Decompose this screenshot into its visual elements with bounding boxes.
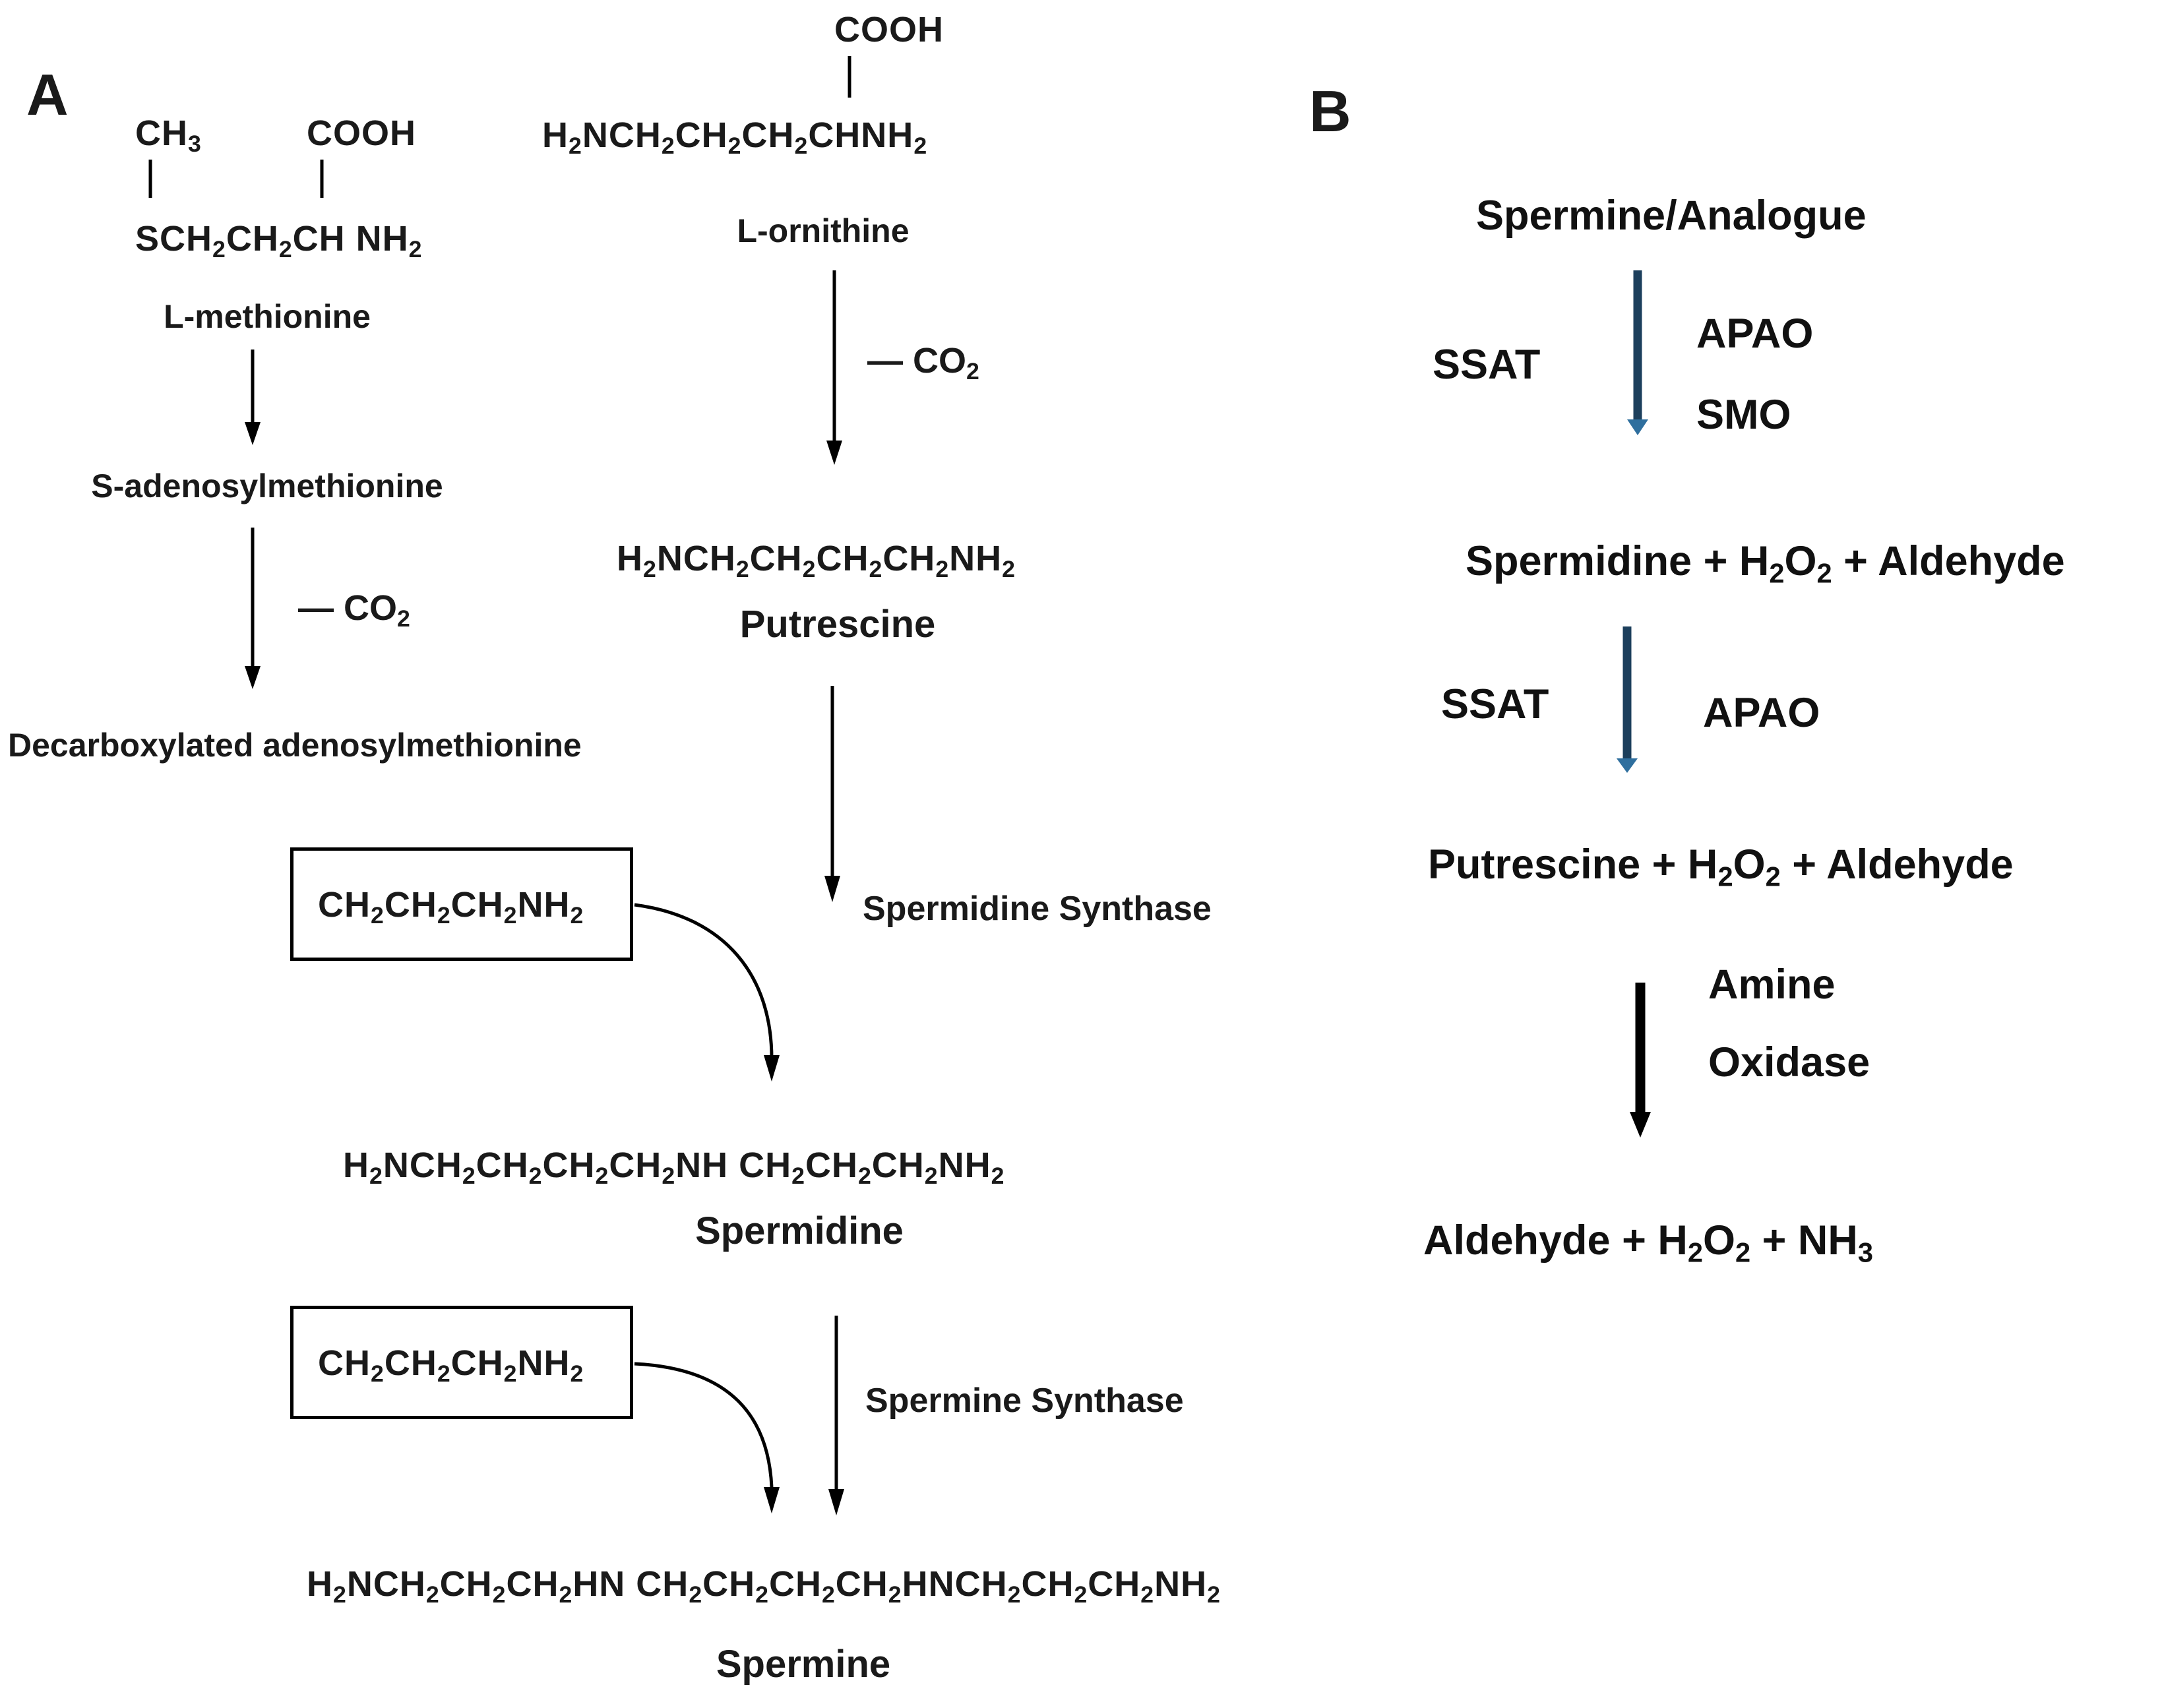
- aminopropyl-group-box-1: [290, 847, 633, 961]
- spermine-name: Spermine: [716, 1643, 891, 1686]
- arrow-spermidine-to-spermine: [828, 1316, 844, 1515]
- spermine-analogue-label: Spermine/Analogue: [1476, 193, 1867, 239]
- apao-label-1: APAO: [1696, 311, 1814, 357]
- aminopropyl-formula-1: CH2CH2CH2NH2: [318, 885, 584, 929]
- sam-name: S-adenosylmethionine: [91, 468, 443, 504]
- spermidine-products-label: Spermidine + H2O2 + Aldehyde: [1466, 538, 2065, 589]
- arrow-putrescine-to-spermidine: [824, 686, 840, 902]
- dcsam-name: Decarboxylated adenosylmethionine: [8, 727, 582, 764]
- panel-a-label: A: [26, 62, 69, 127]
- arrow-b-step3: [1630, 983, 1651, 1138]
- methionine-formula: SCH2CH2CH NH2: [135, 219, 423, 262]
- spermidine-name: Spermidine: [695, 1209, 904, 1252]
- apao-label-2: APAO: [1703, 690, 1820, 736]
- arrow-b-step2: [1617, 626, 1638, 773]
- aminopropyl-group-box-2: [290, 1306, 633, 1419]
- spermidine-formula: H2NCH2CH2CH2CH2NH CH2CH2CH2NH2: [343, 1145, 1005, 1189]
- oxidase-label: Oxidase: [1708, 1039, 1870, 1085]
- putrescine-products-label: Putrescine + H2O2 + Aldehyde: [1428, 841, 2014, 892]
- curved-arrow-aminopropyl-2: [634, 1362, 780, 1513]
- methionine-name: L-methionine: [164, 298, 371, 335]
- ornithine-formula: H2NCH2CH2CH2CHNH2: [542, 115, 928, 159]
- spermine-formula: H2NCH2CH2CH2HN CH2CH2CH2CH2HNCH2CH2CH2NH…: [307, 1564, 1221, 1608]
- amine-label: Amine: [1708, 961, 1836, 1008]
- arrow-methionine-to-sam: [245, 350, 261, 445]
- methionine-cooh: COOH: [307, 113, 416, 153]
- ornithine-name: L-ornithine: [737, 212, 910, 249]
- smo-label: SMO: [1696, 392, 1791, 438]
- final-products-label: Aldehyde + H2O2 + NH3: [1423, 1217, 1874, 1268]
- methionine-ch3: CH3: [135, 113, 202, 157]
- panel-b-label: B: [1309, 78, 1351, 144]
- arrow-sam-to-dcsam: [245, 528, 261, 689]
- co2-loss-right: — CO2: [867, 341, 979, 384]
- spermidine-synthase-label: Spermidine Synthase: [863, 890, 1212, 928]
- ornithine-cooh: COOH: [834, 10, 944, 49]
- putrescine-name: Putrescine: [739, 603, 936, 646]
- aminopropyl-formula-2: CH2CH2CH2NH2: [318, 1343, 584, 1387]
- ssat-label-2: SSAT: [1441, 681, 1549, 727]
- arrow-b-step1: [1627, 270, 1648, 435]
- putrescine-formula: H2NCH2CH2CH2CH2NH2: [617, 539, 1016, 582]
- curved-arrow-aminopropyl-1: [634, 903, 780, 1082]
- arrow-ornithine-to-putrescine: [826, 270, 842, 465]
- spermine-synthase-label: Spermine Synthase: [865, 1382, 1184, 1420]
- co2-loss-left: — CO2: [298, 588, 410, 632]
- ssat-label-1: SSAT: [1433, 342, 1541, 388]
